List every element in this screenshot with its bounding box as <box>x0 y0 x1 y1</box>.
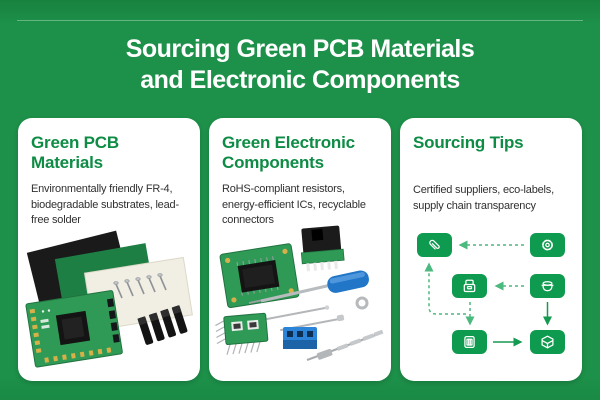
top-divider-line <box>17 20 583 21</box>
pcb-module <box>219 243 300 309</box>
package-node <box>530 330 565 354</box>
receipt-node <box>452 330 487 354</box>
printer-icon <box>463 279 476 293</box>
gear-icon <box>542 239 553 251</box>
card-sourcing-tips: Sourcing Tips Certified suppliers, eco-l… <box>400 118 582 381</box>
basket-node <box>530 274 565 298</box>
pcb-materials-photo <box>18 223 200 381</box>
page-title-line1: Sourcing Green PCB Materials <box>125 35 475 63</box>
card-row: Green PCB Materials Environmentally frie… <box>18 118 582 381</box>
washer <box>355 296 369 310</box>
gear-node <box>530 233 565 257</box>
terminal-block <box>283 327 317 349</box>
dip-ic <box>215 312 269 355</box>
card-heading: Sourcing Tips <box>413 133 524 152</box>
card-heading: Green PCB Materials <box>31 133 119 172</box>
receipt-icon <box>464 335 475 349</box>
pcb-materials-illustration <box>25 230 193 368</box>
connector-header <box>300 225 345 272</box>
page-title-line2: and Electronic Components <box>140 66 460 94</box>
edge-printer-to-paperclip <box>424 262 466 315</box>
basket-icon <box>541 281 554 292</box>
electronic-components-illustration <box>215 225 384 361</box>
package-icon <box>541 335 554 349</box>
flowchart-illustration <box>417 233 565 354</box>
printer-node <box>452 274 487 298</box>
screws <box>113 273 167 299</box>
electronic-components-photo <box>209 223 391 381</box>
card-body: Certified suppliers, eco-labels, supply … <box>413 184 554 212</box>
paperclip-icon <box>429 239 440 250</box>
sourcing-flowchart <box>400 223 582 381</box>
threaded-component <box>306 329 384 361</box>
page-title: Sourcing Green PCB Materials and Electro… <box>0 34 600 96</box>
paperclip-node <box>417 233 452 257</box>
card-heading: Green Electronic Components <box>222 133 355 172</box>
card-green-pcb-materials: Green PCB Materials Environmentally frie… <box>18 118 200 381</box>
card-body: RoHS-compliant resistors, energy-efficie… <box>222 183 366 226</box>
card-green-electronic-components: Green Electronic Components RoHS-complia… <box>209 118 391 381</box>
green-pcb <box>25 290 123 368</box>
metal-pins <box>266 305 345 331</box>
screwdriver <box>248 270 369 304</box>
card-body: Environmentally friendly FR-4, biodegrad… <box>31 183 179 226</box>
black-connectors <box>137 305 188 345</box>
